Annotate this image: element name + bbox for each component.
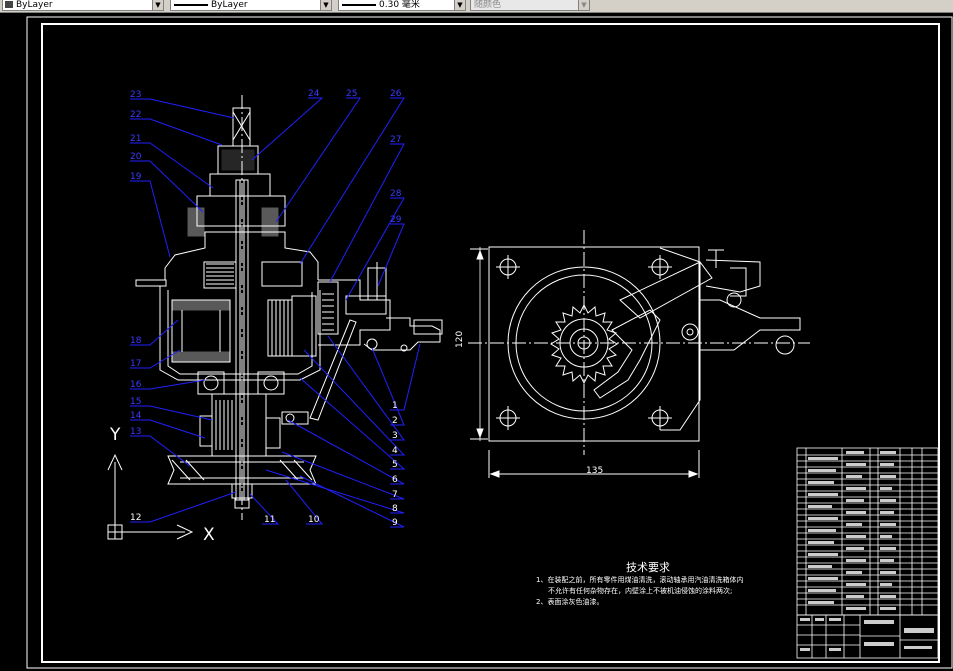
balloon-leaders — [130, 97, 421, 528]
balloon-19: 19 — [130, 172, 142, 182]
balloon-25: 25 — [346, 89, 357, 99]
balloon-3: 3 — [392, 431, 398, 441]
plotstyle-combo[interactable]: 随颜色 ▼ — [470, 0, 590, 11]
balloon-28: 28 — [390, 189, 402, 199]
balloon-8: 8 — [392, 504, 398, 514]
ucs-y-label: Y — [109, 425, 121, 445]
balloon-5: 5 — [392, 460, 398, 470]
cad-drawing: 23 22 21 20 19 18 17 16 15 14 13 12 24 2… — [26, 16, 953, 669]
balloon-9: 9 — [392, 518, 398, 528]
chevron-down-icon[interactable]: ▼ — [578, 0, 589, 10]
balloon-10: 10 — [308, 515, 320, 525]
balloon-2: 2 — [392, 416, 398, 426]
balloon-7: 7 — [392, 490, 398, 500]
color-combo-value: ByLayer — [16, 0, 53, 10]
color-swatch-icon — [5, 1, 13, 8]
balloon-14: 14 — [130, 411, 142, 421]
dim-height-label: 120 — [455, 331, 465, 348]
balloon-15: 15 — [130, 397, 141, 407]
balloon-24: 24 — [308, 89, 320, 99]
parts-list-table — [796, 447, 939, 659]
section-view — [135, 95, 443, 520]
balloon-4: 4 — [392, 446, 398, 456]
balloon-23: 23 — [130, 90, 141, 100]
parts-list-text-blocks — [800, 451, 934, 651]
balloon-29: 29 — [390, 215, 402, 225]
balloon-26: 26 — [390, 89, 402, 99]
balloon-12: 12 — [130, 513, 141, 523]
balloon-13: 13 — [130, 427, 141, 437]
balloon-11: 11 — [264, 515, 275, 525]
plan-view — [468, 230, 810, 478]
technical-notes: 技术要求 1、在装配之前，所有零件用煤油清洗，滚动轴承用汽油清洗箱体内 不允许有… — [536, 561, 743, 606]
balloon-numbers: 23 22 21 20 19 18 17 16 15 14 13 12 24 2… — [130, 89, 402, 528]
lineweight-combo[interactable]: 0.30 毫米 ▼ — [338, 0, 466, 11]
balloon-21: 21 — [130, 134, 141, 144]
balloon-27: 27 — [390, 135, 401, 145]
outer-frame — [26, 16, 953, 669]
note-1-line-1: 1、在装配之前，所有零件用煤油清洗，滚动轴承用汽油清洗箱体内 — [536, 575, 743, 584]
notes-title: 技术要求 — [626, 561, 670, 574]
properties-toolbar: ByLayer ▼ ByLayer ▼ 0.30 毫米 ▼ 随颜色 ▼ — [0, 0, 953, 13]
linetype-combo[interactable]: ByLayer ▼ — [170, 0, 332, 11]
balloon-17: 17 — [130, 359, 141, 369]
balloon-6: 6 — [392, 475, 398, 485]
note-2: 2、表面涂灰色油漆。 — [536, 597, 603, 606]
balloon-1: 1 — [392, 401, 398, 411]
color-combo[interactable]: ByLayer ▼ — [2, 0, 164, 11]
lineweight-combo-value: 0.30 毫米 — [379, 0, 420, 10]
drawing-canvas[interactable]: 23 22 21 20 19 18 17 16 15 14 13 12 24 2… — [0, 13, 953, 671]
linetype-sample-icon — [174, 3, 208, 6]
balloon-18: 18 — [130, 336, 142, 346]
plotstyle-combo-value: 随颜色 — [474, 0, 502, 10]
balloon-20: 20 — [130, 152, 142, 162]
balloon-22: 22 — [130, 110, 141, 120]
chevron-down-icon[interactable]: ▼ — [320, 0, 331, 10]
chevron-down-icon[interactable]: ▼ — [454, 0, 465, 10]
note-1-line-2: 不允许有任何杂物存在，内壁涂上不被机油侵蚀的涂料两次; — [548, 586, 732, 595]
ucs-icon — [107, 453, 194, 540]
balloon-16: 16 — [130, 380, 142, 390]
linetype-combo-value: ByLayer — [211, 0, 248, 10]
lineweight-sample-icon — [342, 3, 376, 6]
chevron-down-icon[interactable]: ▼ — [152, 0, 163, 10]
ucs-x-label: X — [203, 525, 215, 545]
dim-width-label: 135 — [586, 466, 603, 476]
inner-frame — [41, 23, 940, 663]
